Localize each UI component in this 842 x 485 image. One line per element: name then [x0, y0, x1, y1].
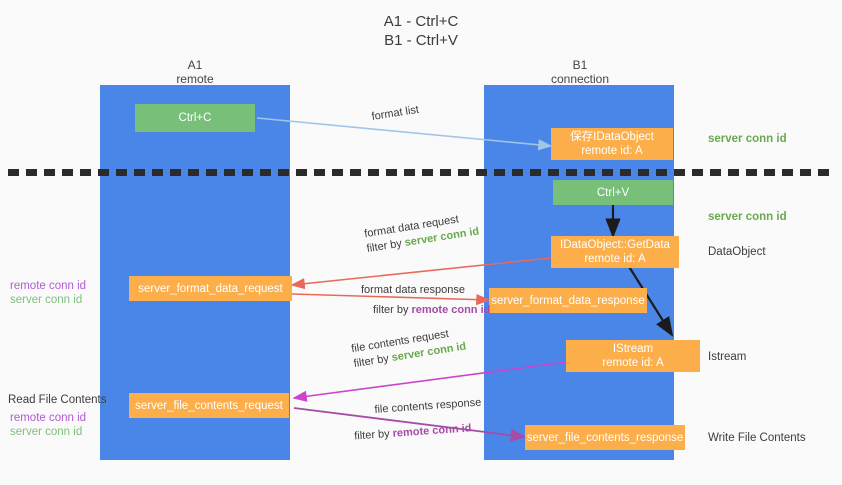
node-ctrl-c-label: Ctrl+C — [178, 112, 212, 124]
edge-label-format-list-text: format list — [370, 103, 420, 124]
lane-b1-subtitle: connection — [550, 72, 610, 86]
node-ctrl-v[interactable]: Ctrl+V — [553, 180, 673, 205]
edge-label-format-data-response-key: remote conn id — [411, 304, 491, 316]
node-server-format-data-request[interactable]: server_format_data_request — [129, 276, 292, 301]
node-server-file-contents-request[interactable]: server_file_contents_request — [129, 393, 289, 418]
lane-header-b1: B1 connection — [500, 58, 660, 86]
page-subtitle: B1 - Ctrl+V — [0, 31, 842, 50]
left-label-ids-lower: remote conn id server conn id — [10, 411, 86, 439]
right-label-server-conn-id-top: server conn id — [708, 133, 787, 145]
node-getdata-line2: remote id: A — [584, 253, 646, 265]
left-label-ids-lower-server: server conn id — [10, 426, 83, 438]
node-istream-line1: IStream — [612, 343, 654, 355]
node-ctrl-v-label: Ctrl+V — [596, 186, 630, 199]
node-istream[interactable]: IStream remote id: A — [566, 340, 700, 372]
node-save-idataobject-line2: remote id: A — [581, 145, 643, 157]
edge-label-format-data-response-line1: format data response — [361, 284, 465, 296]
left-label-ids-upper-remote: remote conn id — [10, 280, 87, 292]
left-label-ids-upper: remote conn id server conn id — [10, 279, 86, 307]
left-label-ids-lower-remote: remote conn id — [10, 412, 87, 424]
right-label-istream: Istream — [708, 351, 747, 363]
title-line-1: A1 - Ctrl+C — [383, 13, 459, 30]
title-line-2: B1 - Ctrl+V — [384, 32, 458, 49]
node-ctrl-c[interactable]: Ctrl+C — [135, 104, 255, 132]
node-server-file-contents-response-label: server_file_contents_response — [526, 431, 684, 444]
node-server-format-data-request-label: server_format_data_request — [138, 282, 283, 295]
edge-label-format-data-response: format data response filter by remote co… — [361, 283, 490, 318]
edge-label-file-contents-response: file contents response filter by remote … — [354, 396, 484, 443]
node-save-idataobject-line1: 保存IDataObject — [570, 131, 654, 143]
left-label-read-file-contents: Read File Contents — [8, 394, 107, 406]
lane-b1-name: B1 — [572, 58, 588, 72]
node-getdata[interactable]: IDataObject::GetData remote id: A — [551, 236, 679, 268]
lane-header-a1: A1 remote — [115, 58, 275, 86]
edge-label-file-contents-response-key: remote conn id — [392, 422, 472, 440]
lane-a1-name: A1 — [187, 58, 203, 72]
node-server-file-contents-request-label: server_file_contents_request — [135, 399, 283, 412]
phase-divider — [8, 169, 834, 176]
node-istream-line2: remote id: A — [602, 357, 664, 369]
node-server-format-data-response-label: server_format_data_response — [491, 294, 645, 307]
edge-label-format-list: format list — [371, 103, 420, 125]
node-getdata-line1: IDataObject::GetData — [560, 239, 670, 251]
right-label-write-file-contents: Write File Contents — [708, 432, 806, 444]
edge-label-format-data-response-prefix: filter by — [373, 304, 412, 316]
lane-a1-subtitle: remote — [176, 72, 214, 86]
edge-label-file-contents-response-prefix: filter by — [353, 427, 394, 443]
right-label-server-conn-id-mid: server conn id — [708, 211, 787, 223]
node-server-format-data-response[interactable]: server_format_data_response — [489, 288, 647, 313]
page-title: A1 - Ctrl+C — [0, 12, 842, 31]
right-label-dataobject: DataObject — [708, 246, 766, 258]
left-label-ids-upper-server: server conn id — [10, 294, 83, 306]
node-save-idataobject[interactable]: 保存IDataObject remote id: A — [551, 128, 673, 160]
edge-label-format-data-request: format data request filter by server con… — [363, 210, 480, 257]
edge-label-file-contents-request: file contents request filter by server c… — [350, 325, 467, 372]
node-server-file-contents-response[interactable]: server_file_contents_response — [525, 425, 685, 450]
